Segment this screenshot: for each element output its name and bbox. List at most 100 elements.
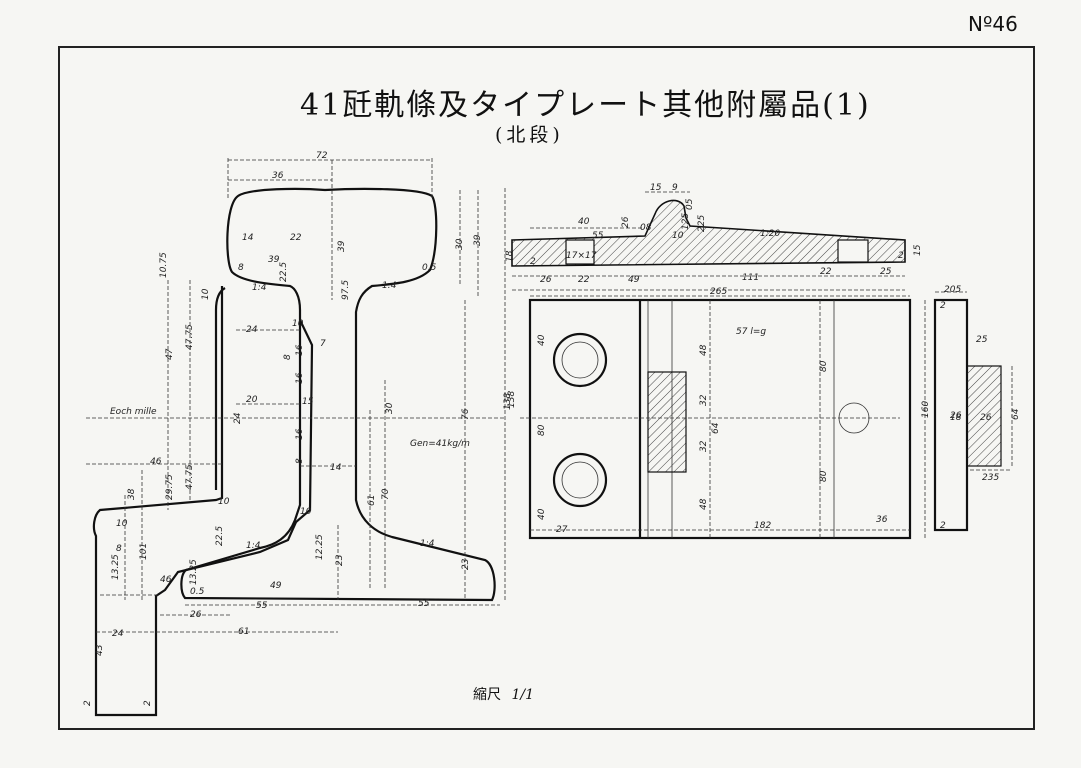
dimension-label: 26 (950, 411, 962, 421)
dimension-label: 138 (503, 393, 513, 410)
dimension-label: 36 (272, 171, 284, 181)
dimension-label: 80 (819, 360, 829, 372)
dimension-label: 205 (944, 285, 961, 295)
dimension-label: 23 (461, 558, 471, 570)
incline-label: 1:4 (252, 283, 267, 293)
dimension-label: 39 (268, 255, 280, 265)
rail-section (86, 158, 506, 717)
dimension-label: 26 (190, 610, 202, 620)
dimension-label: 14 (330, 463, 342, 473)
dimension-label: 24 (233, 412, 243, 424)
dimension-label: 15 (650, 183, 662, 193)
dimension-label: 40 (537, 334, 547, 346)
dimension-label: 40 (537, 508, 547, 520)
dimension-label: 64 (711, 422, 721, 434)
incline-label: 1:4 (382, 281, 397, 291)
dimension-label: 30 (455, 238, 465, 250)
dimension-label: 48 (699, 498, 709, 510)
dimension-label: 15 (302, 397, 314, 407)
dimension-label: 26 (980, 413, 992, 423)
rail-profile (180, 187, 496, 602)
dimension-label: 8 (116, 544, 122, 554)
dimension-label: 2 (940, 521, 946, 531)
dimension-label: 18 (505, 250, 515, 262)
dimension-label: 22 (578, 275, 590, 285)
dimension-label: 32 (699, 440, 709, 452)
dimension-label: 8 (283, 354, 293, 360)
tie-plate-side (511, 191, 906, 291)
dimension-label: 111 (742, 273, 759, 283)
scale-label: 縮尺 (473, 687, 501, 703)
slope-label: 1:20 (760, 229, 780, 239)
dimension-label: 0.5 (190, 587, 205, 597)
dimension-label: 10 (201, 288, 211, 300)
dimension-label: 20 (246, 395, 258, 405)
dimension-label: 17×17 (566, 251, 597, 261)
bolt-hole-inner (561, 461, 599, 499)
dimension-label: 10 (292, 319, 304, 329)
dimension-label: 47.75 (185, 324, 195, 350)
dimension-label: 22.5 (215, 526, 225, 546)
each-mille-label: Eoch mille (110, 407, 157, 417)
dimension-label: 32 (699, 394, 709, 406)
dimension-label: 22 (290, 233, 302, 243)
dimension-label: 26 (621, 216, 631, 228)
dimension-label: 8 (238, 263, 244, 273)
drawing-title: 41瓩軌條及タイプレート其他附屬品(1) (300, 88, 871, 123)
dimension-label: 24 (112, 629, 124, 639)
dimension-label: 80 (537, 424, 547, 436)
dimension-label: 43 (95, 644, 105, 656)
dimension-label: 24 (246, 325, 258, 335)
dimension-label: 48 (699, 344, 709, 356)
dimension-label: 49 (270, 581, 282, 591)
dimension-label: 46 (150, 457, 162, 467)
dimension-label: 70 (381, 488, 391, 500)
dimension-label: 18 (950, 413, 962, 423)
dimension-label: 26 (540, 275, 552, 285)
incline-label: 1:4 (420, 539, 435, 549)
dimension-label: 97.5 (341, 280, 351, 300)
dimension-label: 16 (295, 428, 305, 440)
dimension-label: 61 (238, 627, 249, 637)
dimension-label: 10.75 (159, 252, 169, 278)
dimension-label: 2 (83, 700, 93, 706)
dimension-label: 182 (754, 521, 771, 531)
dimension-label: 10 (218, 497, 230, 507)
dimension-label: 49 (628, 275, 640, 285)
rail-seat (647, 371, 687, 473)
dimension-label: 47 (165, 348, 175, 360)
dimension-label: 160 (921, 401, 931, 418)
dimension-label: 76 (461, 408, 471, 420)
tie-plate-plan (520, 295, 926, 540)
dimension-label: 47.75 (185, 464, 195, 490)
dimension-label: 13.25 (189, 559, 199, 585)
dimension-label: 225 (697, 215, 707, 232)
dimension-label: 55 (592, 231, 604, 241)
plate-weight-label: 57 l=g (736, 327, 766, 337)
dimension-label: 10 (116, 519, 128, 529)
dimension-label: 2 (898, 251, 904, 261)
dimension-label: 7 (320, 339, 326, 349)
bolt-hole (552, 452, 608, 508)
drawing-subtitle: (北段) (495, 124, 564, 146)
dimension-label: 30 (385, 402, 395, 414)
drawing-frame (58, 46, 1035, 730)
end-view-seat (966, 365, 1002, 467)
tie-plate-end (933, 291, 1013, 532)
dimension-label: 2 (940, 301, 946, 311)
bolt-hole-inner (561, 341, 599, 379)
spike-hole (565, 239, 595, 265)
dimension-label: 0.5 (422, 263, 437, 273)
dimension-label: 64 (1011, 408, 1021, 420)
dimension-label: 46 (160, 575, 172, 585)
fish-plate-inner (214, 287, 226, 490)
dimension-label: 9 (672, 183, 678, 193)
dimension-label: 101 (139, 543, 149, 560)
dimension-label: 61 (367, 495, 377, 506)
dimension-label: 72 (316, 151, 328, 161)
dimension-label: 39 (337, 240, 347, 252)
